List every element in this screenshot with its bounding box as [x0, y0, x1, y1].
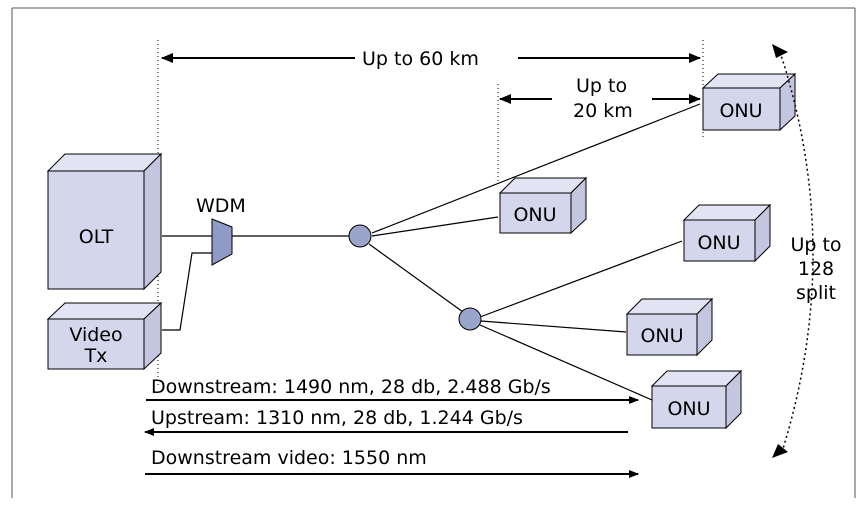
onu-box: ONU — [625, 297, 714, 357]
distance-20km-label-line1: Up to — [576, 75, 627, 97]
downstream-label: Downstream: 1490 nm, 28 db, 2.488 Gb/s — [151, 376, 551, 398]
onu-box: ONU — [682, 203, 772, 263]
distance-20km-arrow: Up to 20 km — [499, 75, 701, 122]
split-label-line1: Up to — [790, 234, 841, 256]
upstream-label: Upstream: 1310 nm, 28 db, 1.244 Gb/s — [151, 407, 523, 429]
fiber-links — [162, 103, 701, 401]
wdm-component: WDM — [196, 195, 246, 266]
onu-label: ONU — [667, 398, 710, 420]
onu-box: ONU — [498, 176, 588, 235]
onu-label: ONU — [513, 204, 556, 226]
video-tx-label-line1: Video — [69, 324, 122, 346]
onu-box: ONU — [701, 72, 797, 132]
video-tx-label-line2: Tx — [84, 345, 108, 367]
distance-60km-label: Up to 60 km — [362, 48, 479, 70]
distance-60km-arrow: Up to 60 km — [161, 48, 701, 70]
splitter-primary — [348, 224, 372, 248]
onu-label: ONU — [697, 232, 740, 254]
diagram-frame — [11, 7, 856, 498]
split-range-arrow — [772, 44, 814, 458]
split-label-line2: 128 — [798, 258, 834, 280]
splitter-secondary — [458, 307, 482, 331]
video-label: Downstream video: 1550 nm — [151, 447, 427, 469]
onu-label: ONU — [640, 325, 683, 347]
onu-label: ONU — [719, 100, 762, 122]
video-tx-box: Video Tx — [46, 301, 163, 371]
distance-20km-label-line2: 20 km — [573, 100, 633, 122]
onu-box: ONU — [650, 369, 743, 430]
olt-label: OLT — [79, 226, 114, 248]
wdm-label: WDM — [196, 195, 246, 217]
split-label-line3: split — [796, 282, 836, 304]
olt-box: OLT — [46, 152, 163, 291]
